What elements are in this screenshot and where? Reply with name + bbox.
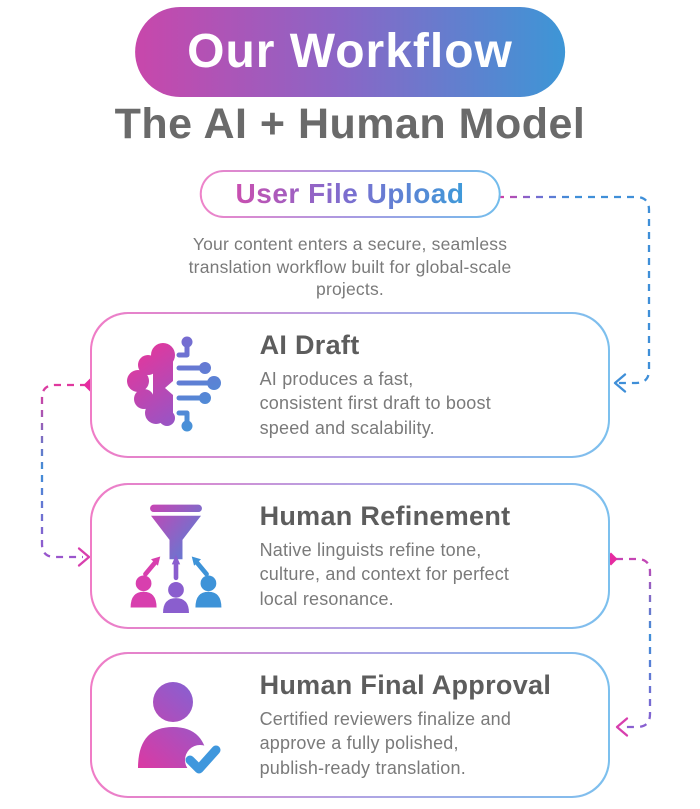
step-card-human-refinement-inner: Human Refinement Native linguists refine… — [91, 484, 609, 628]
user-file-upload-label: User File Upload — [235, 177, 465, 209]
step-text-ai-draft: AI Draft AI produces a fast, consistent … — [260, 330, 609, 441]
user-file-upload-button[interactable]: User File Upload — [199, 170, 501, 219]
step-title: AI Draft — [259, 329, 360, 360]
ai-brain-circuit-icon — [92, 335, 260, 435]
step-description: AI produces a fast, consistent first dra… — [259, 368, 491, 438]
connector-ai-draft-to-refinement — [40, 378, 97, 567]
step-title: Human Final Approval — [259, 669, 552, 700]
connector-refinement-to-approval — [604, 552, 652, 737]
step-title: Human Refinement — [259, 500, 511, 531]
arrow-left-icon — [615, 717, 629, 737]
user-file-upload-inner: User File Upload — [201, 171, 499, 217]
step-card-ai-draft-inner: AI Draft AI produces a fast, consistent … — [91, 313, 609, 457]
step-card-ai-draft: AI Draft AI produces a fast, consistent … — [90, 312, 610, 458]
intro-text: Your content enters a secure, seamless t… — [188, 234, 512, 299]
person-check-icon — [92, 675, 260, 775]
step-description: Native linguists refine tone, culture, a… — [259, 539, 510, 609]
step-text-human-refinement: Human Refinement Native linguists refine… — [260, 501, 609, 612]
step-card-human-final-approval: Human Final Approval Certified reviewers… — [90, 652, 610, 798]
funnel-people-icon — [92, 500, 260, 613]
step-description: Certified reviewers finalize and approve… — [259, 708, 512, 778]
arrow-left-icon — [613, 373, 627, 393]
workflow-badge-label: Our Workflow — [187, 25, 513, 78]
arrow-right-icon — [77, 547, 91, 567]
page-title: The AI + Human Model — [114, 100, 586, 148]
step-card-human-refinement: Human Refinement Native linguists refine… — [90, 483, 610, 629]
step-text-human-final-approval: Human Final Approval Certified reviewers… — [260, 670, 609, 781]
step-card-human-final-approval-inner: Human Final Approval Certified reviewers… — [91, 653, 609, 797]
workflow-badge: Our Workflow — [135, 7, 565, 97]
